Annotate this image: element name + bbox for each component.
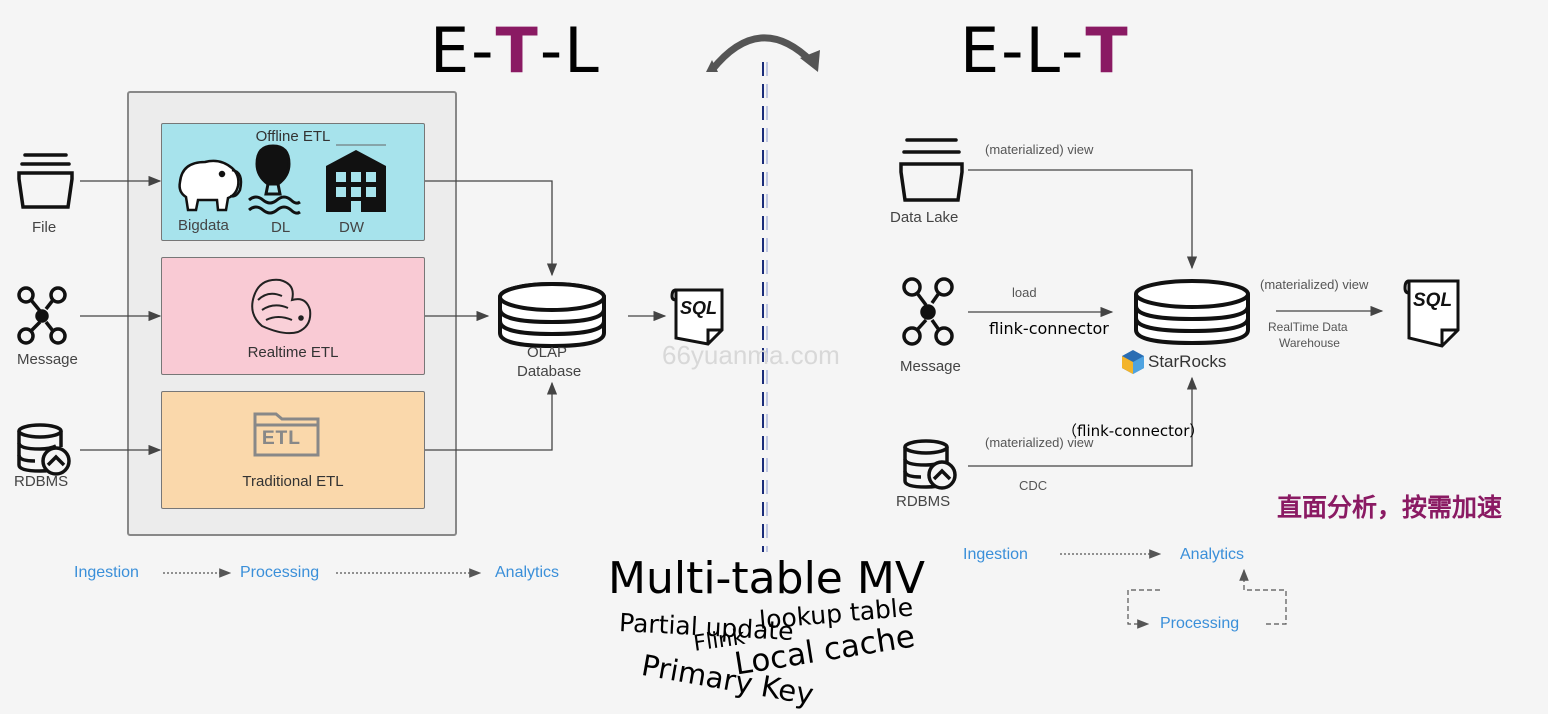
etl-icon-text-top: ETL — [262, 428, 301, 449]
right-flow-analytics: Analytics — [1180, 546, 1245, 563]
message-label-right: Message — [900, 358, 961, 375]
sql-label-right: SQL — [1413, 290, 1453, 311]
left-flow-analytics: Analytics — [495, 564, 560, 581]
load-label: load — [1012, 285, 1037, 300]
elt-title: E-L-T — [960, 14, 1130, 87]
starrocks-logo-icon — [1122, 350, 1144, 374]
rdbms-label-right: RDBMS — [896, 493, 951, 510]
cdc-label: CDC — [1019, 478, 1048, 493]
realtime-dw-line2: Warehouse — [1279, 336, 1340, 350]
traditional-etl-label: Traditional ETL — [242, 473, 344, 490]
starrocks-database-icon — [1134, 279, 1250, 346]
rdbms-icon — [17, 423, 71, 476]
right-flow-ingestion: Ingestion — [963, 546, 1028, 563]
dl-label: DL — [271, 219, 291, 236]
bigdata-label: Bigdata — [178, 217, 229, 234]
olap-label: OLAP — [527, 344, 568, 361]
olap-database-icon — [498, 282, 606, 349]
starrocks-label: StarRocks — [1148, 352, 1227, 371]
left-flow-processing: Processing — [240, 564, 320, 581]
rdbms-label: RDBMS — [14, 473, 69, 490]
flink-connector-paren-label: （flink-connector） — [1062, 422, 1205, 440]
realtime-dw-line1: RealTime Data — [1268, 320, 1348, 334]
file-label: File — [32, 219, 57, 236]
data-lake-icon — [899, 138, 964, 202]
dw-label: DW — [339, 219, 364, 236]
rdbms-icon-right — [903, 439, 957, 490]
flink-connector-label: flink-connector — [989, 319, 1109, 338]
file-icon — [17, 153, 74, 209]
etl-title: E-T-L — [430, 14, 601, 87]
multi-table-mv-label: Multi-table MV — [608, 553, 925, 604]
sql-document-icon-right — [1403, 279, 1460, 348]
left-flow-ingestion: Ingestion — [74, 564, 139, 581]
traditional-etl-box: Traditional ETL — [161, 391, 425, 509]
sql-document-icon — [670, 288, 724, 346]
mview-right-label: (materialized) view — [1260, 277, 1369, 292]
mview-bottom-label: (materialized) view — [985, 435, 1094, 450]
sql-label: SQL — [680, 298, 718, 318]
mview-top-label: (materialized) view — [985, 142, 1094, 157]
watermark: 66yuanma.com — [662, 340, 840, 370]
slogan: 直面分析，按需加速 — [1277, 493, 1503, 522]
realtime-etl-box: Realtime ETL — [161, 257, 425, 375]
database-label: Database — [517, 363, 582, 380]
message-label: Message — [17, 351, 78, 368]
right-flow-processing: Processing — [1160, 615, 1240, 632]
offline-etl-label: Offline ETL — [255, 128, 331, 145]
data-lake-label: Data Lake — [890, 209, 959, 226]
message-icon-right — [902, 277, 954, 346]
switch-arrow-icon — [709, 34, 815, 73]
realtime-etl-label: Realtime ETL — [247, 344, 339, 361]
message-icon — [17, 286, 67, 345]
